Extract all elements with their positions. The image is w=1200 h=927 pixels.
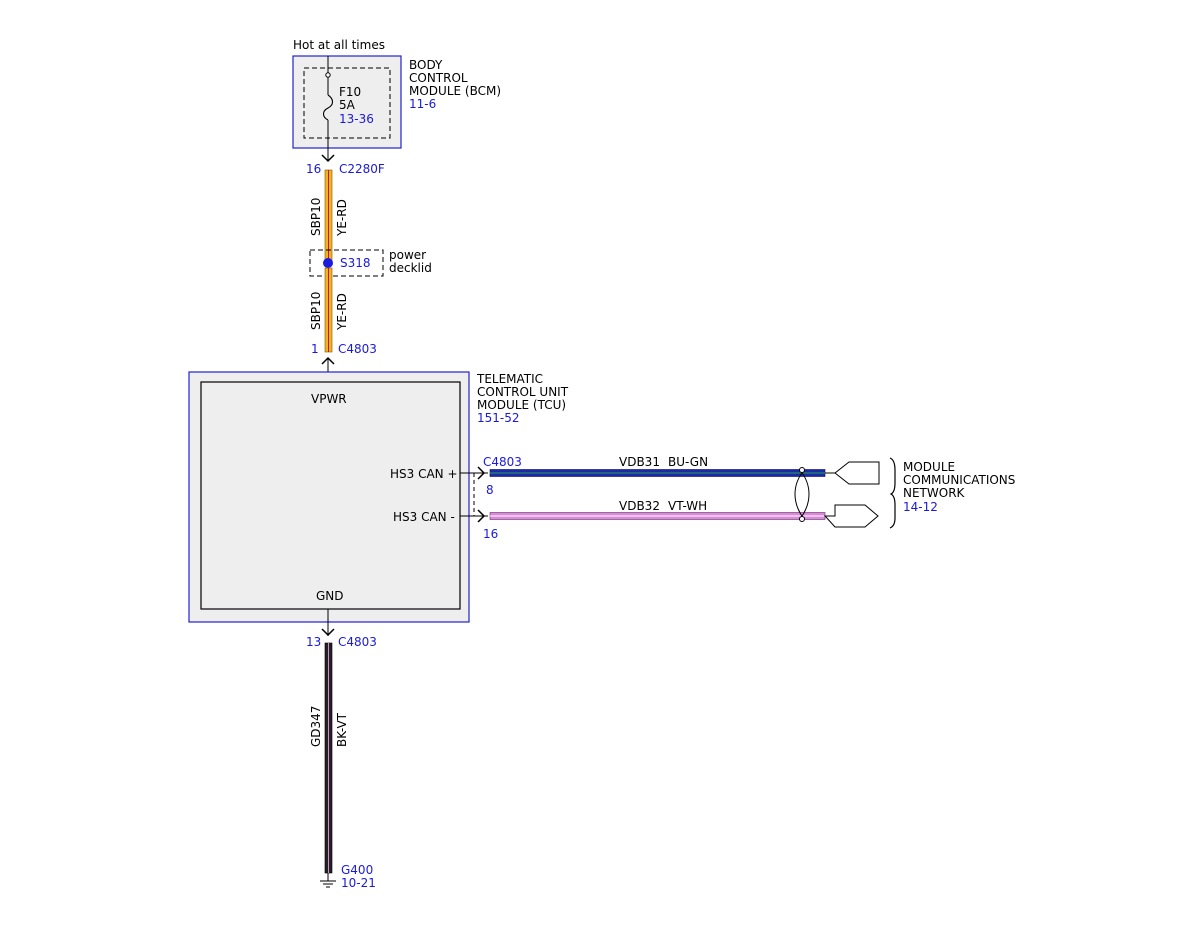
fuse-terminal (325, 72, 331, 78)
tcu-name-line-1: TELEMATIC (476, 372, 543, 386)
twisted-pair-symbol (799, 469, 810, 520)
wire-vdb31 (489, 469, 826, 477)
tcu-pin-can-low: HS3 CAN - (393, 510, 455, 524)
wire-vdb32 (489, 512, 826, 520)
tcu-ref-link[interactable]: 151-52 (477, 411, 520, 425)
network-name-line-2: COMMUNICATIONS (903, 473, 1015, 487)
splice-dot (323, 258, 333, 268)
tcu-pin-can-high: HS3 CAN + (390, 467, 458, 481)
wire-can-high-color: BU-GN (668, 455, 708, 469)
wire-can-low-circuit: VDB32 (619, 499, 660, 513)
wire-mid-circuit: SBP10 (309, 292, 323, 330)
tcu-gnd-pin: 13 (306, 635, 321, 649)
network-name-line-3: NETWORK (903, 486, 966, 500)
tcu-module: VPWR HS3 CAN + HS3 CAN - GND TELEMATIC C… (188, 371, 569, 623)
wire-ground-color: BK-VT (335, 712, 349, 747)
can-low-connector-symbol (477, 509, 486, 523)
bcm-module: F10 5A 13-36 BODY CONTROL MODULE (BCM) 1… (292, 55, 501, 160)
network-connector-high (825, 461, 880, 485)
splice-location-line-2: decklid (389, 261, 432, 275)
tcu-pin-vpwr: VPWR (311, 392, 347, 406)
tcu-power-pin: 1 (311, 342, 319, 356)
can-low-pin: 16 (483, 527, 498, 541)
connector-c2280f-symbol (321, 154, 335, 163)
ground-ref-link[interactable]: 10-21 (341, 876, 376, 890)
fuse-symbol (322, 94, 334, 121)
fuse-ref-link[interactable]: 13-36 (339, 112, 374, 126)
network-brace (889, 457, 896, 529)
wire-gd347 (324, 642, 333, 874)
bcm-fuse-box (303, 67, 391, 139)
splice-id-link[interactable]: S318 (340, 256, 371, 270)
wire-sbp10-mid (324, 267, 333, 353)
can-high-connector-symbol (477, 466, 486, 480)
power-source-label: Hot at all times (293, 38, 385, 52)
ground-id-link[interactable]: G400 (341, 863, 373, 877)
wire-sbp10-upper (324, 169, 333, 263)
tcu-pin-gnd: GND (316, 589, 344, 603)
bcm-outline (292, 55, 402, 149)
tcu-inner-box (200, 381, 461, 610)
ground-icon (320, 873, 336, 888)
bcm-ref-link[interactable]: 11-6 (409, 97, 436, 111)
splice-box (309, 249, 384, 277)
bcm-name-line-1: BODY (409, 58, 443, 72)
bcm-name-line-3: MODULE (BCM) (409, 84, 501, 98)
wire-ground-circuit: GD347 (309, 706, 323, 747)
tcu-gnd-connector-link[interactable]: C4803 (338, 635, 377, 649)
network-name-line-1: MODULE (903, 460, 955, 474)
connector-tcu-gnd-symbol (321, 628, 335, 637)
bcm-name-line-2: CONTROL (409, 71, 468, 85)
can-connector-link[interactable]: C4803 (483, 455, 522, 469)
tcu-power-connector-link[interactable]: C4803 (338, 342, 377, 356)
fuse-rating: 5A (339, 98, 356, 112)
c2280f-id-link[interactable]: C2280F (339, 162, 385, 176)
wire-upper-circuit: SBP10 (309, 198, 323, 236)
wire-upper-color: YE-RD (335, 199, 349, 237)
network-connector-low (823, 504, 879, 528)
fuse-id: F10 (339, 85, 361, 99)
network-ref-link[interactable]: 14-12 (903, 500, 938, 514)
splice-location-line-1: power (389, 248, 426, 262)
c2280f-pin: 16 (306, 162, 321, 176)
tcu-name-line-2: CONTROL UNIT (477, 385, 569, 399)
wire-can-high-circuit: VDB31 (619, 455, 660, 469)
can-high-pin: 8 (486, 483, 494, 497)
wire-mid-color: YE-RD (335, 293, 349, 331)
tcu-name-line-3: MODULE (TCU) (477, 398, 566, 412)
wire-can-low-color: VT-WH (668, 499, 707, 513)
